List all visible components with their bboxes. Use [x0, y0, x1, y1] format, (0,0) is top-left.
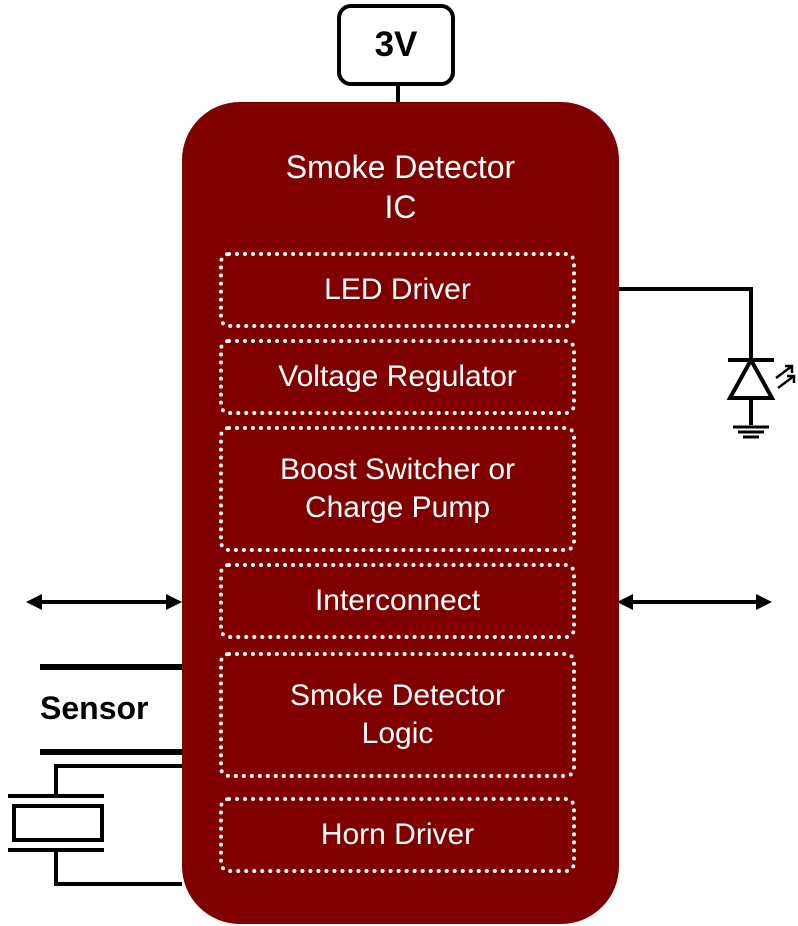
block-label: Voltage Regulator: [278, 360, 517, 393]
block-label-line1: Smoke Detector: [289, 679, 506, 712]
block-label-line1: Boost Switcher or: [279, 453, 516, 486]
sensor-label: Sensor: [40, 690, 149, 726]
horn-wire-bottom: [54, 851, 182, 886]
led-icon: [726, 355, 796, 400]
supply-voltage-label: 3V: [374, 25, 418, 64]
block-label-line2: Logic: [361, 717, 434, 750]
left-interconnect-arrow: [26, 594, 182, 610]
block-boost-switcher: Boost Switcher or Charge Pump: [219, 426, 576, 552]
ic-title-line2: IC: [384, 189, 417, 225]
supply-voltage-box: 3V: [337, 4, 455, 86]
block-led-driver: LED Driver: [219, 252, 576, 328]
horn-wire-top: [54, 764, 182, 795]
block-smoke-detector-logic: Smoke Detector Logic: [219, 652, 576, 778]
led-wire: [619, 287, 753, 360]
block-horn-driver: Horn Driver: [219, 797, 576, 873]
ic-title-line1: Smoke Detector: [285, 149, 516, 185]
block-label: LED Driver: [324, 273, 471, 306]
block-label-line2: Charge Pump: [304, 491, 491, 524]
ground-icon: [733, 425, 769, 439]
block-label: Interconnect: [314, 584, 481, 617]
right-interconnect-arrow: [617, 594, 772, 610]
sensor-plates: [40, 664, 182, 755]
horn-icon: [12, 804, 104, 842]
block-interconnect: Interconnect: [219, 563, 576, 639]
block-label: Horn Driver: [320, 818, 475, 851]
ic-body: [182, 102, 619, 924]
ic-title: Smoke Detector IC: [182, 147, 619, 227]
block-voltage-regulator: Voltage Regulator: [219, 339, 576, 415]
